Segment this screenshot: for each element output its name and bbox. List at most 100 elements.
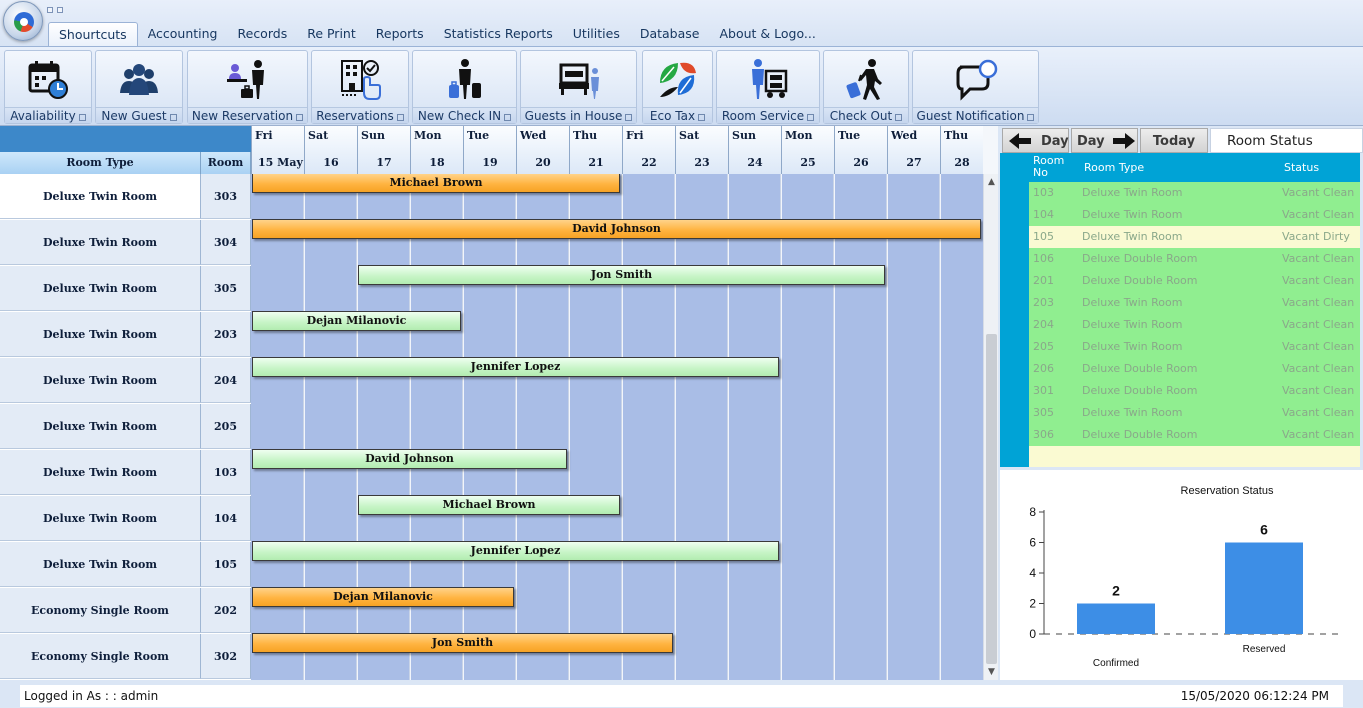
room-type-cell[interactable]: Deluxe Twin Room [0,496,201,541]
grid-vertical-scrollbar[interactable]: ▲ ▼ [983,174,998,680]
ribbon-button-guests-in-house[interactable]: Guests in House [520,50,637,124]
header-room-type[interactable]: Room Type [1084,161,1145,174]
dialog-launcher-icon[interactable] [396,114,404,121]
day-cells[interactable]: Michael Brown [251,495,983,542]
next-day-button[interactable]: Day [1071,128,1138,153]
room-no-cell[interactable]: 205 [201,404,251,449]
ribbon-button-room-service[interactable]: Room Service [716,50,820,124]
day-cells[interactable]: David Johnson [251,449,983,496]
tab-1[interactable]: Accounting [147,26,218,41]
quick-access-toolbar[interactable] [47,2,75,13]
day-cells[interactable] [251,404,983,450]
room-type-cell[interactable]: Deluxe Twin Room [0,404,201,449]
today-button[interactable]: Today [1140,128,1208,153]
dialog-launcher-icon[interactable] [807,114,815,121]
qat-item-icon[interactable] [47,7,53,13]
booking-bar-confirmed[interactable]: Jon Smith [358,265,885,285]
scroll-thumb[interactable] [986,334,997,664]
chart-bar-confirmed[interactable] [1077,603,1155,635]
chart-bar-reserved[interactable] [1225,542,1303,635]
dialog-launcher-icon[interactable] [625,114,633,121]
ribbon-button-new-reservation[interactable]: New Reservation [187,50,308,124]
booking-bar-confirmed[interactable]: Michael Brown [358,495,620,515]
header-room-no[interactable]: Room No [1033,154,1065,179]
tab-8[interactable]: About & Logo... [719,26,816,41]
dialog-launcher-icon[interactable] [169,114,177,121]
day-cells[interactable]: David Johnson [251,219,983,266]
room-no-cell[interactable]: 303 [201,174,251,219]
day-cells[interactable]: Dejan Milanovic [251,587,983,634]
scroll-down-icon[interactable]: ▼ [988,667,995,677]
tab-0[interactable]: Shourtcuts [48,22,138,46]
dialog-launcher-icon[interactable] [504,114,512,121]
room-type-cell[interactable]: Deluxe Twin Room [0,266,201,311]
dialog-launcher-icon[interactable] [895,114,903,121]
booking-bar-confirmed[interactable]: David Johnson [252,449,567,469]
application-menu-button[interactable] [3,1,43,41]
column-header-room-no[interactable]: Room No [201,152,251,191]
booking-bar-reserved[interactable]: David Johnson [252,219,981,239]
room-type-cell[interactable]: Economy Single Room [0,634,201,679]
booking-bar-reserved[interactable]: Michael Brown [252,174,620,193]
dialog-launcher-icon[interactable] [1027,114,1035,121]
room-no-cell[interactable]: 203 [201,312,251,357]
ribbon-button-guest-notification[interactable]: Guest Notification [912,50,1039,124]
room-type-cell[interactable]: Deluxe Twin Room [0,358,201,403]
header-status[interactable]: Status [1284,161,1320,174]
room-type-cell[interactable]: Economy Single Room [0,588,201,633]
room-no-cell[interactable]: 302 [201,634,251,679]
room-no-cell[interactable]: 103 [201,450,251,495]
room-no-cell[interactable]: 104 [201,496,251,541]
day-cells[interactable]: Jennifer Lopez [251,541,983,588]
dialog-launcher-icon[interactable] [78,114,86,121]
room-no-cell[interactable]: 105 [201,542,251,587]
day-cells[interactable]: Jennifer Lopez [251,357,983,404]
booking-bar-reserved[interactable]: Dejan Milanovic [252,587,514,607]
day-cells[interactable]: Michael Brown [251,174,983,220]
tab-6[interactable]: Utilities [572,26,620,41]
ribbon-button-new-guest[interactable]: New Guest [95,50,183,124]
tab-7[interactable]: Database [639,26,700,41]
column-header-room-type[interactable]: Room Type [0,152,201,174]
scroll-up-icon[interactable]: ▲ [988,177,995,187]
previous-day-button[interactable]: Day [1002,128,1069,153]
booking-bar-confirmed[interactable]: Dejan Milanovic [252,311,461,331]
qat-dropdown-icon[interactable] [57,7,63,13]
booking-bar-reserved[interactable]: Jon Smith [252,633,673,653]
room-type-cell[interactable]: Deluxe Twin Room [0,220,201,265]
room-type-cell[interactable]: Deluxe Twin Room [0,312,201,357]
day-cells[interactable]: Dejan Milanovic [251,311,983,358]
ribbon-button-reservations[interactable]: Reservations [311,50,409,124]
tab-5[interactable]: Statistics Reports [443,26,553,41]
ribbon-button-new-check-in[interactable]: New Check IN [412,50,517,124]
ribbon-button-check-out[interactable]: Check Out [823,50,909,124]
day-cells[interactable]: Jon Smith [251,265,983,312]
dialog-launcher-icon[interactable] [296,114,304,121]
room-type-cell[interactable]: Deluxe Twin Room [0,174,201,219]
room-no-cell[interactable]: 305 [201,266,251,311]
ribbon-button-avaliability[interactable]: Avaliability [4,50,92,124]
day-cells[interactable]: Jon Smith [251,633,983,680]
dialog-launcher-icon[interactable] [698,114,706,121]
room-type-cell[interactable]: Deluxe Twin Room [0,542,201,587]
